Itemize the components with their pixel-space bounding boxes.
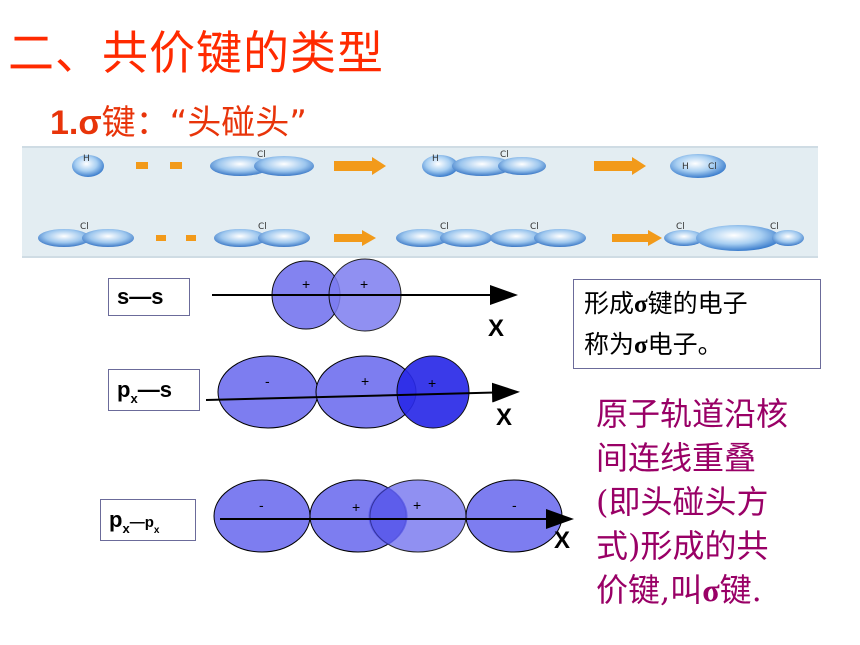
- note-line-1: 形成σ键的电子: [584, 284, 820, 325]
- cl-orbital: [440, 229, 492, 247]
- phase-sign: -: [265, 373, 270, 389]
- definition-line: 式)形成的共: [596, 527, 769, 565]
- arrow-icon: [136, 162, 148, 169]
- atom-label: Cl: [257, 150, 266, 160]
- note-text: 键的电子: [647, 289, 748, 318]
- definition-line: (即头碰头方: [596, 483, 769, 521]
- arrow-icon: [170, 162, 182, 169]
- cl-orbital: [82, 229, 134, 247]
- p-orbital-lobe: [217, 355, 319, 429]
- note-text: 电子。: [647, 330, 723, 359]
- arrow-icon: [612, 230, 662, 246]
- cl-orbital: [534, 229, 586, 247]
- h-atom-orbital: [422, 155, 458, 177]
- phase-sign: +: [413, 497, 421, 513]
- formation-illustration-panel: H Cl H Cl H Cl Cl Cl Cl Cl Cl: [22, 146, 818, 258]
- atom-label: H: [432, 154, 439, 164]
- s-orbital: [396, 355, 470, 429]
- sigma-symbol: σ: [702, 572, 720, 608]
- phase-sign: +: [352, 499, 360, 515]
- cl-orbital: [258, 229, 310, 247]
- h-atom-orbital: [72, 155, 104, 177]
- atom-label: Cl: [440, 222, 449, 232]
- label-sub2: x: [153, 525, 160, 536]
- label-px-px: px—px: [100, 499, 196, 541]
- hcl-orbital: [670, 154, 726, 178]
- cl-orbital: [772, 230, 804, 246]
- sigma-electron-note: 形成σ键的电子 称为σ电子。: [573, 279, 821, 369]
- cl-orbital: [396, 229, 448, 247]
- label-s-s: s—s: [108, 278, 190, 316]
- label-p: p: [117, 377, 131, 402]
- arrow-icon: [156, 235, 166, 241]
- note-text: 形成: [584, 289, 635, 318]
- phase-sign: +: [361, 373, 369, 389]
- arrow-icon: [334, 230, 376, 246]
- atom-label: Cl: [80, 222, 89, 232]
- label-dash: —p: [129, 514, 154, 531]
- cl-orbital: [38, 229, 90, 247]
- phase-sign: +: [360, 276, 368, 292]
- definition-line: 价键,叫σ键.: [596, 568, 846, 612]
- label-sub: x: [122, 521, 130, 536]
- definition-text: 键.: [719, 571, 762, 609]
- atom-label: Cl: [770, 222, 779, 232]
- atom-label: H: [83, 154, 90, 164]
- arrow-icon: [594, 157, 646, 175]
- atom-label: Cl: [708, 162, 717, 172]
- label-rest: —s: [137, 377, 172, 402]
- page-title: 二、共价键的类型: [8, 26, 384, 80]
- phase-sign: +: [302, 276, 310, 292]
- atom-label: H: [682, 162, 689, 172]
- arrow-icon: [334, 157, 386, 175]
- phase-sign: +: [428, 375, 436, 391]
- formation-illustration: H Cl H Cl H Cl Cl Cl Cl Cl Cl: [38, 150, 804, 251]
- atom-label: Cl: [258, 222, 267, 232]
- p-orbital-lobe: [465, 479, 563, 553]
- note-line-2: 称为σ电子。: [584, 325, 820, 366]
- definition-line: 原子轨道沿核: [596, 395, 789, 433]
- sigma-bond-definition: 原子轨道沿核 间连线重叠 (即头碰头方 式)形成的共 价键,叫σ键.: [596, 392, 846, 612]
- definition-text: 价键,叫: [596, 571, 703, 609]
- cl-orbital: [664, 230, 704, 246]
- x-axis-label: X: [496, 404, 512, 431]
- x-axis-line: [205, 382, 520, 403]
- section-subtitle: 1.σ键：“头碰头”: [50, 106, 307, 140]
- x-axis-label: X: [554, 527, 570, 554]
- phase-sign: -: [259, 497, 264, 513]
- cl-orbital: [490, 229, 542, 247]
- cl-orbital: [452, 156, 512, 176]
- sigma-symbol: σ: [634, 332, 648, 359]
- note-text: 称为: [584, 330, 635, 359]
- p-orbital-lobe: [213, 479, 311, 553]
- label-sub: x: [130, 391, 138, 406]
- cl-orbital: [254, 156, 314, 176]
- atom-label: Cl: [676, 222, 685, 232]
- cl-orbital: [214, 229, 266, 247]
- subtitle-text: 键：“头碰头”: [101, 103, 307, 143]
- definition-line: 间连线重叠: [596, 439, 757, 477]
- label-px-s: px—s: [108, 369, 200, 411]
- cl-orbital: [498, 157, 546, 175]
- arrow-icon: [186, 235, 196, 241]
- subtitle-number: 1.σ: [50, 104, 102, 142]
- atom-label: Cl: [500, 150, 509, 160]
- cl2-orbital: [696, 225, 780, 251]
- atom-label: Cl: [530, 222, 539, 232]
- sigma-symbol: σ: [634, 291, 648, 318]
- label-p: p: [109, 507, 123, 532]
- x-axis-label: X: [488, 315, 504, 342]
- phase-sign: -: [512, 497, 517, 513]
- cl-orbital: [210, 156, 270, 176]
